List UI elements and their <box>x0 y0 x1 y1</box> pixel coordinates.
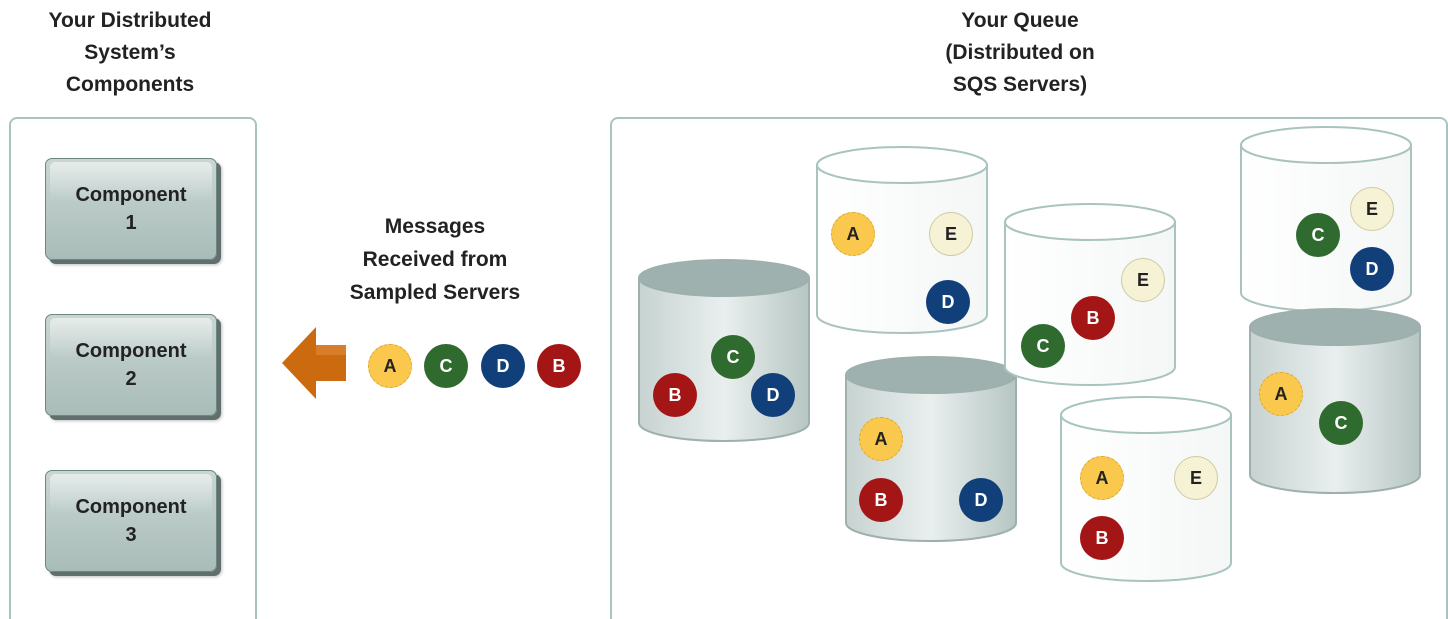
server-message: A <box>1080 456 1124 500</box>
server-message: C <box>711 335 755 379</box>
server-message: D <box>959 478 1003 522</box>
message-letter: D <box>941 291 955 312</box>
components-heading-line: System’s <box>84 41 176 64</box>
component-label: Component <box>75 496 187 518</box>
components-heading-line: Components <box>65 73 195 96</box>
arrow-left-icon <box>282 327 346 399</box>
messages-heading-line: Messages <box>384 215 486 238</box>
message-letter: E <box>944 223 957 244</box>
message-letter: C <box>1036 335 1050 356</box>
messages-heading-line: Received from <box>362 248 508 271</box>
message-letter: E <box>1136 269 1149 290</box>
message-letter: B <box>668 384 682 405</box>
server-message: A <box>859 417 903 461</box>
message-letter: C <box>1334 412 1348 433</box>
queue-heading-line: (Distributed on <box>945 41 1095 64</box>
server-message: B <box>859 478 903 522</box>
server-message: E <box>929 212 973 256</box>
received-message: C <box>424 344 468 388</box>
message-letter: A <box>383 355 397 376</box>
server-message: E <box>1350 187 1394 231</box>
component-2-box: Component 2 <box>45 314 217 416</box>
component-label: Component <box>75 340 187 362</box>
message-letter: A <box>874 428 888 449</box>
message-letter: B <box>552 355 566 376</box>
messages-heading-line: Sampled Servers <box>349 281 521 304</box>
message-letter: A <box>846 223 860 244</box>
component-1-box: Component 1 <box>45 158 217 260</box>
server-message: D <box>1350 247 1394 291</box>
component-number: 3 <box>125 524 137 546</box>
message-letter: D <box>974 489 988 510</box>
server-message: D <box>751 373 795 417</box>
component-label: Component <box>75 184 187 206</box>
messages-heading: Messages Received from Sampled Servers <box>330 210 540 309</box>
received-message: B <box>537 344 581 388</box>
component-number: 2 <box>125 368 137 390</box>
server-message: B <box>1071 296 1115 340</box>
server-message: B <box>653 373 697 417</box>
component-3-box: Component 3 <box>45 470 217 572</box>
message-letter: B <box>1095 527 1109 548</box>
server-message: D <box>926 280 970 324</box>
server-message: B <box>1080 516 1124 560</box>
server-message: C <box>1319 401 1363 445</box>
message-letter: A <box>1095 467 1109 488</box>
message-letter: E <box>1365 198 1378 219</box>
message-letter: D <box>496 355 510 376</box>
message-letter: C <box>726 346 740 367</box>
message-letter: C <box>1311 224 1325 245</box>
queue-heading-line: SQS Servers) <box>952 73 1088 96</box>
message-letter: B <box>874 489 888 510</box>
server-message: A <box>1259 372 1303 416</box>
message-letter: D <box>766 384 780 405</box>
server-message: C <box>1021 324 1065 368</box>
message-letter: D <box>1365 258 1379 279</box>
message-letter: E <box>1189 467 1202 488</box>
server-message: A <box>831 212 875 256</box>
server-message: E <box>1174 456 1218 500</box>
received-message: A <box>368 344 412 388</box>
components-heading-line: Your Distributed <box>48 9 212 32</box>
component-number: 1 <box>125 212 137 234</box>
message-letter: B <box>1086 307 1100 328</box>
server-message: E <box>1121 258 1165 302</box>
received-message: D <box>481 344 525 388</box>
components-heading: Your Distributed System’s Components <box>20 5 240 101</box>
queue-heading: Your Queue (Distributed on SQS Servers) <box>900 5 1140 101</box>
message-letter: A <box>1274 383 1288 404</box>
message-letter: C <box>439 355 453 376</box>
server-message: C <box>1296 213 1340 257</box>
queue-heading-line: Your Queue <box>961 9 1079 32</box>
